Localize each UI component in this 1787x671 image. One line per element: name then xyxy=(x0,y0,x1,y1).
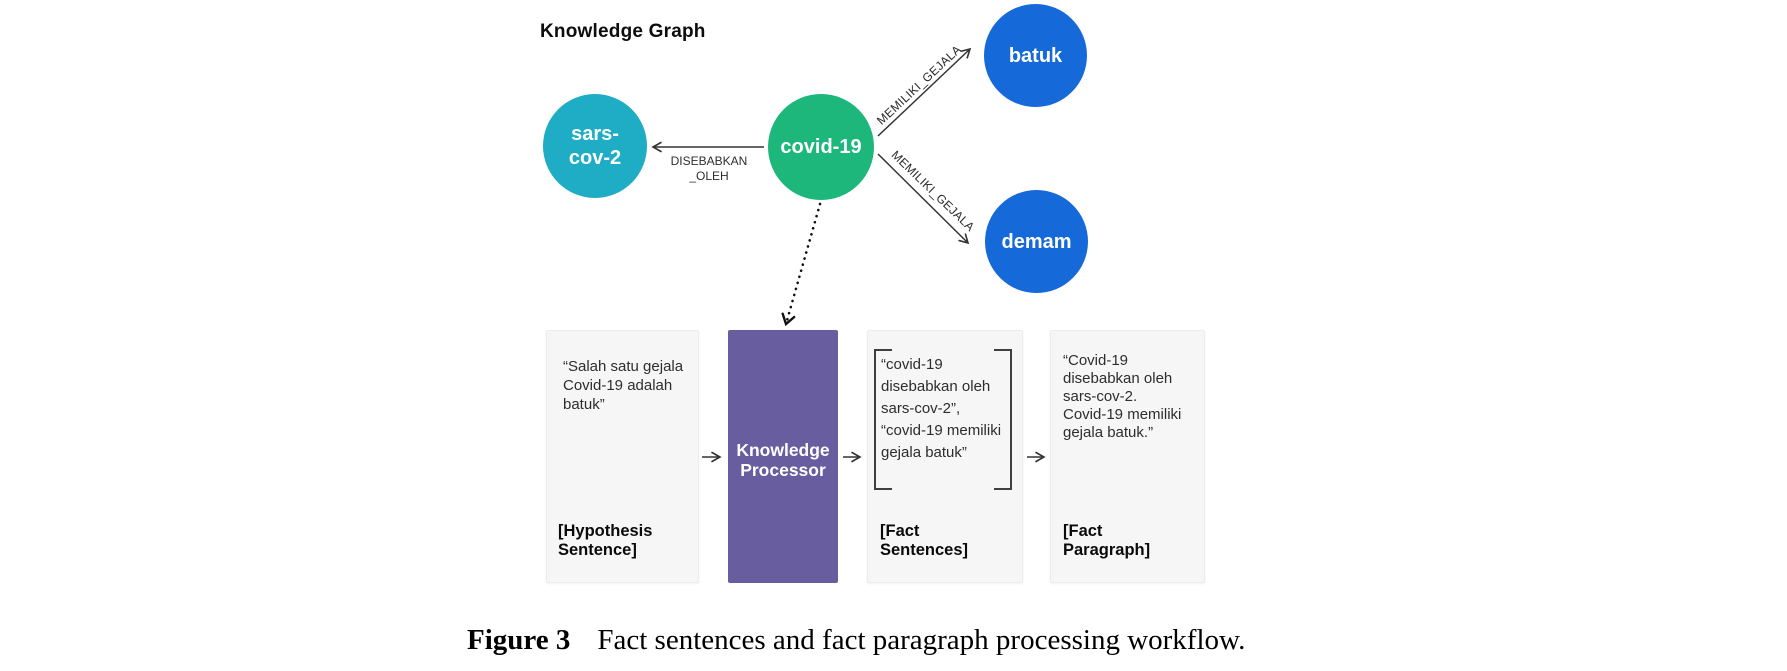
knowledge-processor-box: Knowledge Processor xyxy=(728,330,838,583)
fact-sentences-label: [Fact Sentences] xyxy=(880,522,968,560)
fact-paragraph-box xyxy=(1050,330,1205,583)
hypothesis-text-line: Covid-19 adalah xyxy=(563,377,673,394)
edge-memiliki-gejala-top-arrow xyxy=(877,47,972,137)
fact-sentences-right-bracket xyxy=(994,349,1012,490)
processor-line1: Knowledge xyxy=(736,439,830,460)
fact-paragraph-label-line: [Fact xyxy=(1063,522,1103,540)
edge-label-memiliki-gejala-bottom: MEMILIKI_GEJALA xyxy=(888,147,978,235)
hypothesis-label-line: [Hypothesis xyxy=(558,522,653,540)
edge-label-disebabkan-oleh: DISEBABKAN _OLEH xyxy=(644,154,774,184)
edge-label-disebabkan-line1: DISEBABKAN xyxy=(670,154,748,168)
node-covid-label: covid-19 xyxy=(780,136,862,158)
fact-paragraph-line: gejala batuk.” xyxy=(1063,424,1154,441)
node-sars-line2: cov-2 xyxy=(568,147,622,169)
fact-sentences-line: disebabkan oleh xyxy=(881,378,991,395)
hypothesis-text-line: “Salah satu gejala xyxy=(563,358,684,375)
fact-sentences-line: gejala batuk” xyxy=(881,444,967,461)
fact-sentences-text: “covid-19 disebabkan oleh sars-cov-2”, “… xyxy=(881,354,1001,464)
fact-paragraph-text: “Covid-19 disebabkan oleh sars-cov-2. Co… xyxy=(1063,352,1181,442)
hypothesis-sentence-label: [Hypothesis Sentence] xyxy=(558,522,652,560)
fact-paragraph-line: Covid-19 memiliki xyxy=(1063,406,1182,423)
figure-caption-number: Figure 3 xyxy=(467,624,571,656)
knowledge-graph-title: Knowledge Graph xyxy=(540,21,706,42)
fact-sentences-label-line: [Fact xyxy=(880,522,920,540)
fact-paragraph-line: sars-cov-2. xyxy=(1063,388,1138,405)
fact-sentences-left-bracket xyxy=(874,349,892,490)
figure-caption: Figure 3 Fact sentences and fact paragrap… xyxy=(467,624,1245,656)
fact-sentences-label-line: Sentences] xyxy=(880,541,969,559)
fact-paragraph-line: “Covid-19 xyxy=(1063,352,1129,369)
fact-sentences-line: “covid-19 xyxy=(881,356,943,373)
fact-sentences-line: sars-cov-2”, xyxy=(881,400,961,417)
fact-paragraph-line: disebabkan oleh xyxy=(1063,370,1173,387)
node-covid-19: covid-19 xyxy=(768,94,874,200)
node-demam-label: demam xyxy=(1001,230,1072,253)
node-batuk-label: batuk xyxy=(1008,44,1063,67)
hypothesis-sentence-box xyxy=(546,330,699,583)
fact-sentences-box xyxy=(867,330,1023,583)
edge-memiliki-gejala-bottom-arrow xyxy=(877,153,970,245)
hypothesis-label-line: Sentence] xyxy=(558,541,637,559)
fact-sentences-line: “covid-19 memiliki xyxy=(881,422,1002,439)
edge-label-memiliki-gejala-top: MEMILIKI_GEJALA xyxy=(874,42,964,128)
edge-label-disebabkan-line2: _OLEH xyxy=(689,169,729,183)
graph-to-processor-dotted-arrow xyxy=(781,202,822,327)
hypothesis-text-line: batuk” xyxy=(563,396,605,413)
node-sars-line1: sars- xyxy=(571,123,619,145)
node-batuk: batuk xyxy=(984,4,1087,107)
node-sars-cov-2: sars- cov-2 xyxy=(543,94,647,198)
node-demam: demam xyxy=(985,190,1088,293)
fact-paragraph-label-line: Paragraph] xyxy=(1063,541,1151,559)
figure-caption-text: Fact sentences and fact paragraph proces… xyxy=(597,624,1246,656)
processor-line2: Processor xyxy=(740,459,826,480)
hypothesis-text: “Salah satu gejala Covid-19 adalah batuk… xyxy=(563,357,683,414)
fact-paragraph-label: [Fact Paragraph] xyxy=(1063,522,1150,560)
